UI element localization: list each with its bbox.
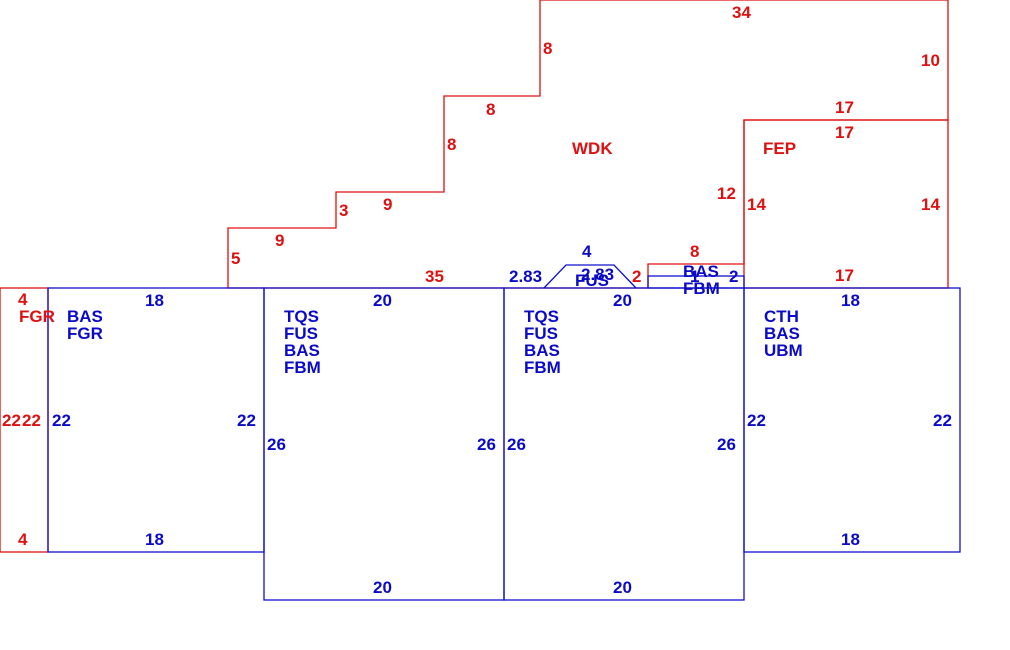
- wdk-dim-bottom: 35: [425, 267, 444, 286]
- tqs-left-code-2: FUS: [284, 324, 318, 343]
- wdk-dim-notch-right: 12: [717, 184, 736, 203]
- cth-dim-bottom: 18: [841, 530, 860, 549]
- bay-fus-dim-top: 4: [582, 242, 592, 261]
- bas-small-dim-right: 2: [729, 267, 738, 286]
- tqs-left-code-4: FBM: [284, 358, 321, 377]
- tqs-right-dim-bottom: 20: [613, 578, 632, 597]
- cth-dim-right: 22: [933, 411, 952, 430]
- bas-small-dim-top: 8: [690, 242, 699, 261]
- bay-fus-dim-left: 2.83: [509, 267, 542, 286]
- fep-code: FEP: [763, 139, 796, 158]
- bas-fgr-dim-left: 22: [52, 411, 71, 430]
- bas-fbm-small-outline: [647, 275, 745, 289]
- fep-dim-right: 14: [921, 195, 940, 214]
- wdk-dim-left: 5: [231, 249, 240, 268]
- fgr-dim-bottom: 4: [18, 530, 28, 549]
- bas-small-dim-left: 1: [690, 267, 699, 286]
- tqs-left-code-3: BAS: [284, 341, 320, 360]
- wdk-dim-top: 34: [732, 3, 751, 22]
- wdk-dim-small: 2: [632, 267, 641, 286]
- fep-dim-top: 17: [835, 123, 854, 142]
- tqs-left-code-1: TQS: [284, 307, 319, 326]
- fep-dim-bottom: 17: [835, 266, 854, 285]
- tqs-left-dim-top: 20: [373, 291, 392, 310]
- bas-small-code-1: BAS: [683, 262, 719, 281]
- bas-small-code-2: FBM: [683, 279, 720, 298]
- cth-code-2: BAS: [764, 324, 800, 343]
- wdk-dim-step-h1: 8: [486, 100, 495, 119]
- wdk-dim-upper-right: 17: [835, 98, 854, 117]
- tqs-right-dim-right: 26: [717, 435, 736, 454]
- tqs-right-code-3: BAS: [524, 341, 560, 360]
- tqs-left-dim-left: 26: [267, 435, 286, 454]
- wdk-dim-step-h3: 9: [275, 231, 284, 250]
- bay-fus-outline: [543, 264, 637, 289]
- fgr-dim-right: 22: [22, 411, 41, 430]
- bas-fgr-dim-bottom: 18: [145, 530, 164, 549]
- bas-fgr-dim-right: 22: [237, 411, 256, 430]
- tqs-left-dim-right: 26: [477, 435, 496, 454]
- wdk-code: WDK: [572, 139, 613, 158]
- cth-dim-left: 22: [747, 411, 766, 430]
- bas-fgr-code-2: FGR: [67, 324, 103, 343]
- fgr-dim-left: 22: [2, 411, 21, 430]
- wdk-dim-step-v1: 8: [543, 39, 552, 58]
- tqs-right-code-2: FUS: [524, 324, 558, 343]
- bas-fgr-dim-top: 18: [145, 291, 164, 310]
- wdk-dim-right: 10: [921, 51, 940, 70]
- cth-code-3: UBM: [764, 341, 803, 360]
- bas-fgr-code-1: BAS: [67, 307, 103, 326]
- bay-fus-dim-overlap: 2.83: [581, 265, 614, 284]
- cth-outline: [743, 287, 961, 553]
- tqs-left-dim-bottom: 20: [373, 578, 392, 597]
- bay-fus-code: FUS: [575, 271, 609, 290]
- wdk-dim-step-v3: 3: [339, 201, 348, 220]
- wdk-dim-step-h2: 9: [383, 195, 392, 214]
- fgr-code: FGR: [19, 307, 55, 326]
- tqs-right-code-4: FBM: [524, 358, 561, 377]
- tqs-right-code-1: TQS: [524, 307, 559, 326]
- tqs-right-dim-left: 26: [507, 435, 526, 454]
- cth-dim-top: 18: [841, 291, 860, 310]
- tqs-right-dim-top: 20: [613, 291, 632, 310]
- wdk-outline: [227, 0, 949, 289]
- fep-dim-left: 14: [747, 195, 766, 214]
- fgr-dim-top: 4: [18, 290, 28, 309]
- wdk-dim-step-v2: 8: [447, 135, 456, 154]
- cth-code-1: CTH: [764, 307, 799, 326]
